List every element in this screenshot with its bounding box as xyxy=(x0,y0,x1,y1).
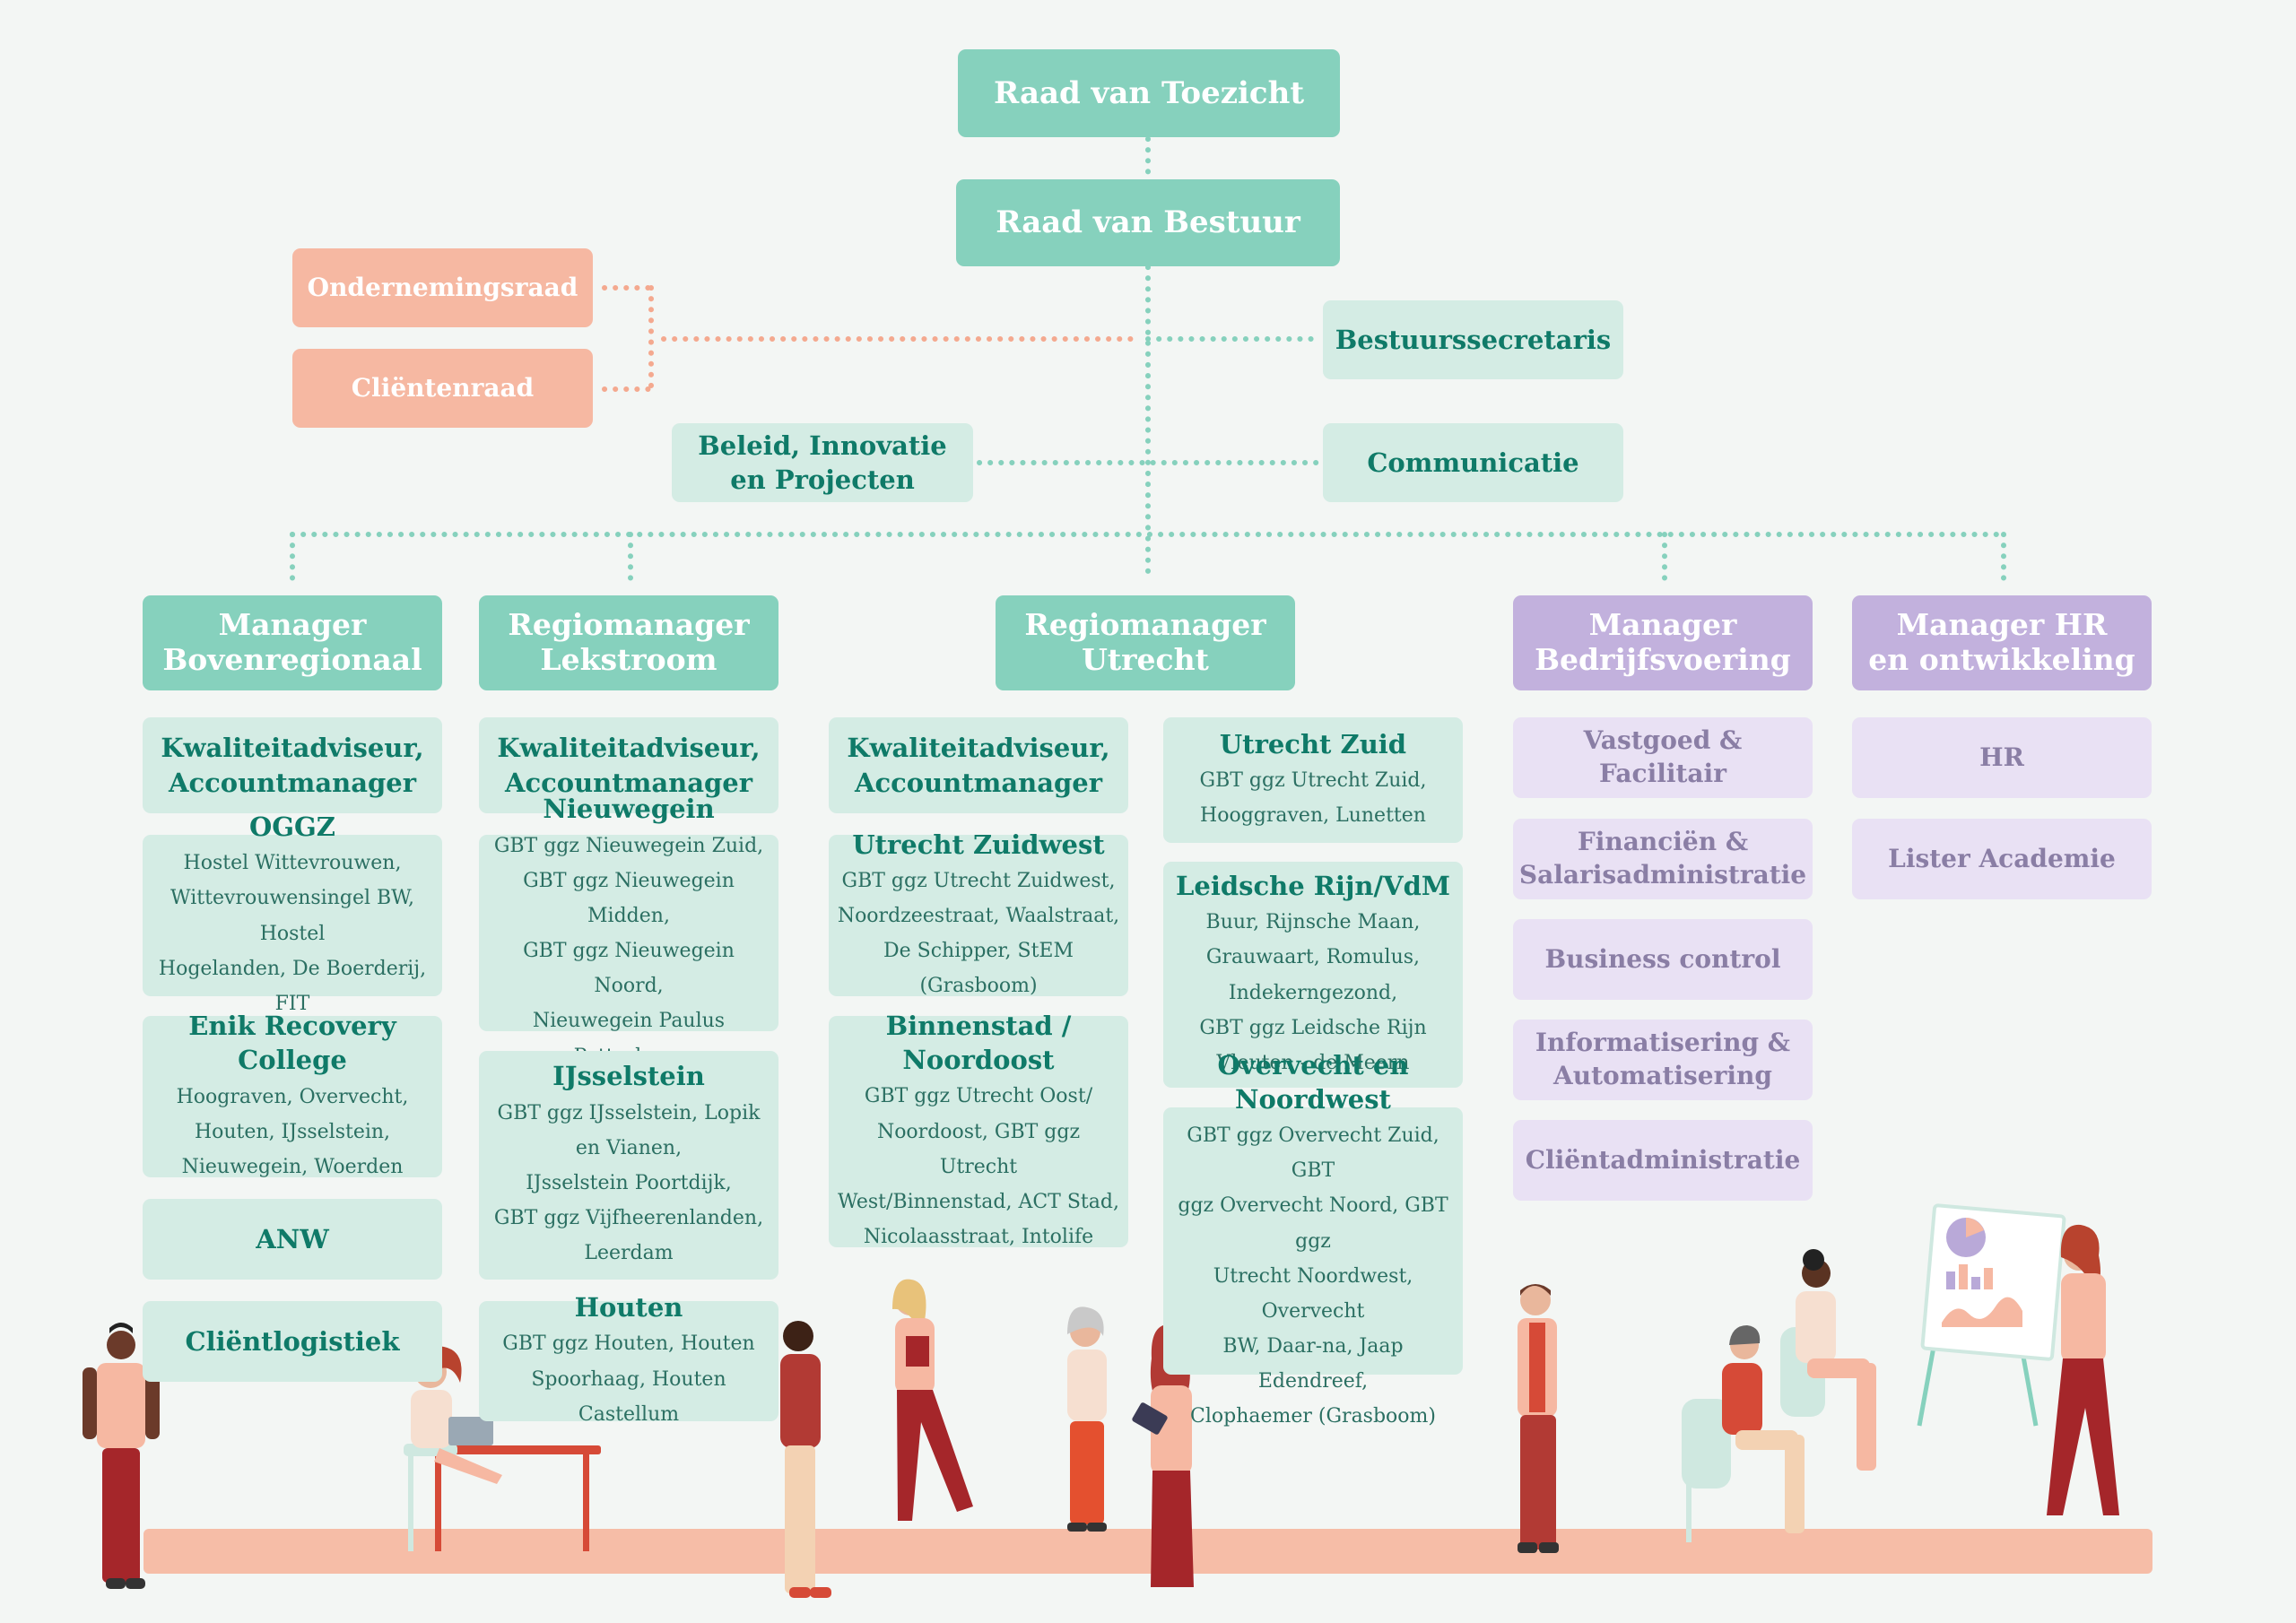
raad-van-toezicht-box: Raad van Toezicht xyxy=(958,49,1340,137)
utrecht-zuid-title: Utrecht Zuid xyxy=(1219,728,1407,759)
utrecht-zuidwest-description: GBT ggz Utrecht Zuidwest, Noordzeestraat… xyxy=(837,869,1120,998)
binnenstad-box: Binnenstad / Noordoost GBT ggz Utrecht O… xyxy=(829,1011,1128,1248)
business-control-label: Business control xyxy=(1544,943,1781,974)
anw-label: ANW xyxy=(256,1223,329,1254)
raad-van-bestuur-box: Raad van Bestuur xyxy=(956,179,1340,266)
binnenstad-description: GBT ggz Utrecht Oost/ Noordoost, GBT ggz… xyxy=(838,1085,1119,1248)
flipchart-board xyxy=(1917,1203,2066,1427)
regiomanager-utrecht-box: Regiomanager Utrecht xyxy=(996,595,1295,690)
anw-box: ANW xyxy=(143,1199,442,1280)
clientenraad-label: Cliëntenraad xyxy=(351,372,535,403)
communicatie-box: Communicatie xyxy=(1323,423,1623,502)
floor-band xyxy=(144,1529,2152,1574)
hr-box: HR xyxy=(1852,717,2152,798)
enik-title: Enik Recovery College xyxy=(188,1011,396,1076)
financien-box: Financiën & Salarisadministratie xyxy=(1513,819,1813,899)
utrecht-kwaliteit-label: Kwaliteitadviseur, Accountmanager xyxy=(847,733,1110,798)
manager-hr-box: Manager HR en ontwikkeling xyxy=(1852,595,2152,690)
utrecht-zuidwest-box: Utrecht Zuidwest GBT ggz Utrecht Zuidwes… xyxy=(829,829,1128,997)
vastgoed-label: Vastgoed & Facilitair xyxy=(1583,725,1743,788)
lekstroom-kwaliteit-label: Kwaliteitadviseur, Accountmanager xyxy=(497,733,761,798)
ondernemingsraad-box: Ondernemingsraad xyxy=(292,248,593,327)
person-arms-crossed xyxy=(780,1321,831,1598)
ijsselstein-description: GBT ggz IJsselstein, Lopik en Vianen, IJ… xyxy=(493,1101,764,1265)
person-presenter xyxy=(2047,1224,2119,1515)
nieuwegein-box: Nieuwegein GBT ggz Nieuwegein Zuid, GBT … xyxy=(479,794,778,1068)
leidsche-rijn-box: Leidsche Rijn/VdM Buur, Rijnsche Maan, G… xyxy=(1163,862,1463,1088)
person-older-woman xyxy=(1067,1306,1107,1532)
informatisering-box: Informatisering & Automatisering xyxy=(1513,1020,1813,1100)
overvecht-description: GBT ggz Overvecht Zuid, GBT ggz Overvech… xyxy=(1178,1124,1448,1428)
manager-hr-label: Manager HR en ontwikkeling xyxy=(1868,607,2135,677)
leidsche-rijn-title: Leidsche Rijn/VdM xyxy=(1176,870,1450,901)
communicatie-label: Communicatie xyxy=(1367,447,1579,478)
financien-label: Financiën & Salarisadministratie xyxy=(1518,827,1807,890)
beleid-innovatie-box: Beleid, Innovatie en Projecten xyxy=(672,423,973,502)
manager-bovenregionaal-box: Manager Bovenregionaal xyxy=(143,595,442,690)
oggz-description: Hostel Wittevrouwen, Wittevrouwensingel … xyxy=(158,852,427,1015)
enik-description: Hoograven, Overvecht, Houten, IJsselstei… xyxy=(176,1085,409,1178)
clientlogistiek-box: Cliëntlogistiek xyxy=(143,1301,442,1382)
nieuwegein-description: GBT ggz Nieuwegein Zuid, GBT ggz Nieuweg… xyxy=(493,834,764,1068)
person-seated-woman xyxy=(1780,1249,1876,1471)
raad-van-toezicht-label: Raad van Toezicht xyxy=(993,74,1305,111)
regiomanager-lekstroom-box: Regiomanager Lekstroom xyxy=(479,595,778,690)
raad-van-bestuur-label: Raad van Bestuur xyxy=(996,204,1300,241)
ijsselstein-title: IJsselstein xyxy=(552,1061,705,1092)
clientadministratie-label: Cliëntadministratie xyxy=(1525,1144,1801,1175)
nieuwegein-title: Nieuwegein xyxy=(543,794,715,825)
utrecht-kwaliteit-box: Kwaliteitadviseur, Accountmanager xyxy=(829,717,1128,813)
bovenregionaal-kwaliteit-box: Kwaliteitadviseur, Accountmanager xyxy=(143,717,442,813)
person-on-phone xyxy=(1518,1284,1559,1553)
bovenregionaal-kwaliteit-label: Kwaliteitadviseur, Accountmanager xyxy=(161,733,424,798)
manager-bovenregionaal-label: Manager Bovenregionaal xyxy=(162,607,422,677)
manager-bedrijfsvoering-label: Manager Bedrijfsvoering xyxy=(1535,607,1791,677)
utrecht-zuid-box: Utrecht Zuid GBT ggz Utrecht Zuid, Hoogg… xyxy=(1163,717,1463,843)
overvecht-box: Overvecht en Noordwest GBT ggz Overvecht… xyxy=(1163,1050,1463,1428)
leidsche-rijn-description: Buur, Rijnsche Maan, Grauwaart, Romulus,… xyxy=(1199,911,1427,1074)
utrecht-zuidwest-title: Utrecht Zuidwest xyxy=(852,829,1105,860)
regiomanager-utrecht-label: Regiomanager Utrecht xyxy=(1024,607,1266,677)
clientadministratie-box: Cliëntadministratie xyxy=(1513,1120,1813,1201)
regiomanager-lekstroom-label: Regiomanager Lekstroom xyxy=(508,607,750,677)
ondernemingsraad-label: Ondernemingsraad xyxy=(307,272,578,302)
oggz-box: OGGZ Hostel Wittevrouwen, Wittevrouwensi… xyxy=(143,812,442,1015)
houten-title: Houten xyxy=(574,1292,683,1324)
lister-academie-box: Lister Academie xyxy=(1852,819,2152,899)
lister-academie-label: Lister Academie xyxy=(1888,843,2116,873)
oggz-title: OGGZ xyxy=(249,811,335,842)
person-blonde-woman xyxy=(892,1279,973,1521)
person-standing-left xyxy=(83,1323,160,1589)
utrecht-zuid-description: GBT ggz Utrecht Zuid, Hooggraven, Lunett… xyxy=(1199,768,1427,828)
business-control-box: Business control xyxy=(1513,919,1813,1000)
informatisering-label: Informatisering & Automatisering xyxy=(1535,1028,1791,1090)
manager-bedrijfsvoering-box: Manager Bedrijfsvoering xyxy=(1513,595,1813,690)
clientenraad-box: Cliëntenraad xyxy=(292,349,593,428)
binnenstad-title: Binnenstad / Noordoost xyxy=(885,1010,1072,1076)
beleid-innovatie-label: Beleid, Innovatie en Projecten xyxy=(698,430,947,495)
lekstroom-kwaliteit-box: Kwaliteitadviseur, Accountmanager xyxy=(479,717,778,813)
overvecht-title: Overvecht en Noordwest xyxy=(1217,1049,1409,1115)
vastgoed-box: Vastgoed & Facilitair xyxy=(1513,717,1813,798)
clientlogistiek-label: Cliëntlogistiek xyxy=(185,1325,400,1357)
bestuurssecretaris-box: Bestuurssecretaris xyxy=(1323,300,1623,379)
bestuurssecretaris-label: Bestuurssecretaris xyxy=(1335,324,1612,355)
person-seated-man xyxy=(1682,1325,1805,1542)
enik-box: Enik Recovery College Hoograven, Overvec… xyxy=(143,1011,442,1178)
houten-box: Houten GBT ggz Houten, Houten Spoorhaag,… xyxy=(479,1292,778,1426)
ijsselstein-box: IJsselstein GBT ggz IJsselstein, Lopik e… xyxy=(479,1051,778,1280)
hr-label: HR xyxy=(1979,742,2024,772)
houten-description: GBT ggz Houten, Houten Spoorhaag, Houten… xyxy=(502,1332,755,1426)
